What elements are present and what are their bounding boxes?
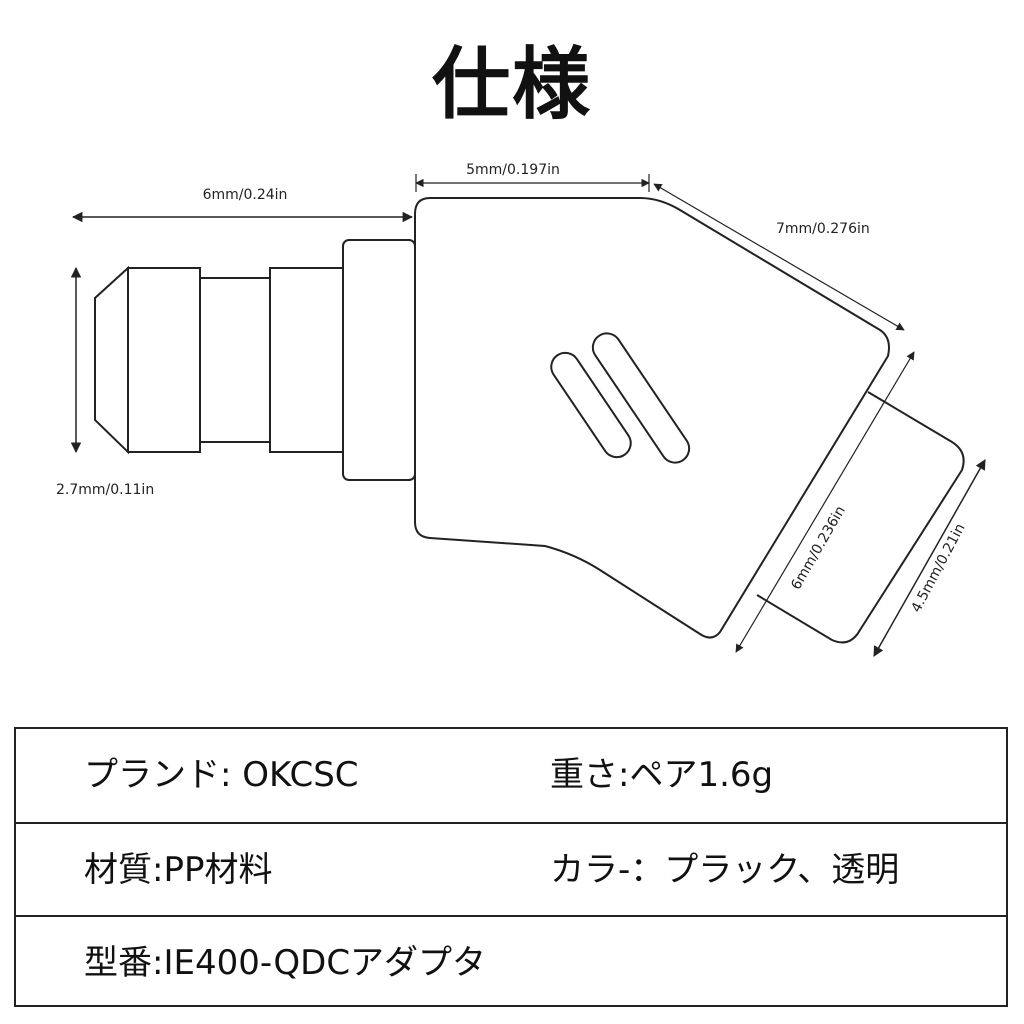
angled-length-arrow	[653, 183, 905, 331]
adapter-body	[414, 197, 890, 639]
spec-table: プランド: OKCSC 重さ:ペア1.6g 材質:PP材料 カラ-：プラック、透…	[14, 727, 1008, 1007]
spec-color: カラ-：プラック、透明	[550, 850, 900, 890]
spec-row-3: 型番:IE400-QDCアダプタ	[16, 915, 1006, 1008]
grip-slots	[550, 332, 691, 464]
spec-model: 型番:IE400-QDCアダプタ	[84, 943, 487, 983]
page-title: 仕様	[431, 40, 592, 130]
tip-width-arrow	[873, 459, 986, 657]
spec-material: 材質:PP材料	[84, 850, 273, 890]
plug-neck-1	[199, 277, 271, 443]
plug-tip	[94, 265, 129, 455]
tip-width-label: 4.5mm/0.21in	[908, 521, 968, 615]
spec-row-2: 材質:PP材料 カラ-：プラック、透明	[16, 822, 1006, 915]
plug-length-label: 6mm/0.24in	[203, 187, 288, 203]
spec-weight: 重さ:ペア1.6g	[550, 755, 774, 795]
top-length-label: 5mm/0.197in	[466, 162, 560, 178]
body-height-arrow	[735, 351, 915, 653]
adapter-diagram: 6mm/0.24in 2.7mm/0.11in 5mm/0.197in 7mm/…	[56, 162, 986, 657]
plug-ring-2	[269, 267, 344, 453]
spec-brand: プランド: OKCSC	[84, 755, 359, 795]
plug-diameter-label: 2.7mm/0.11in	[56, 482, 154, 498]
spec-row-1: プランド: OKCSC 重さ:ペア1.6g	[16, 729, 1006, 822]
plug-ring-1	[127, 267, 201, 453]
plug-collar	[342, 239, 416, 481]
angled-length-label: 7mm/0.276in	[776, 221, 870, 237]
